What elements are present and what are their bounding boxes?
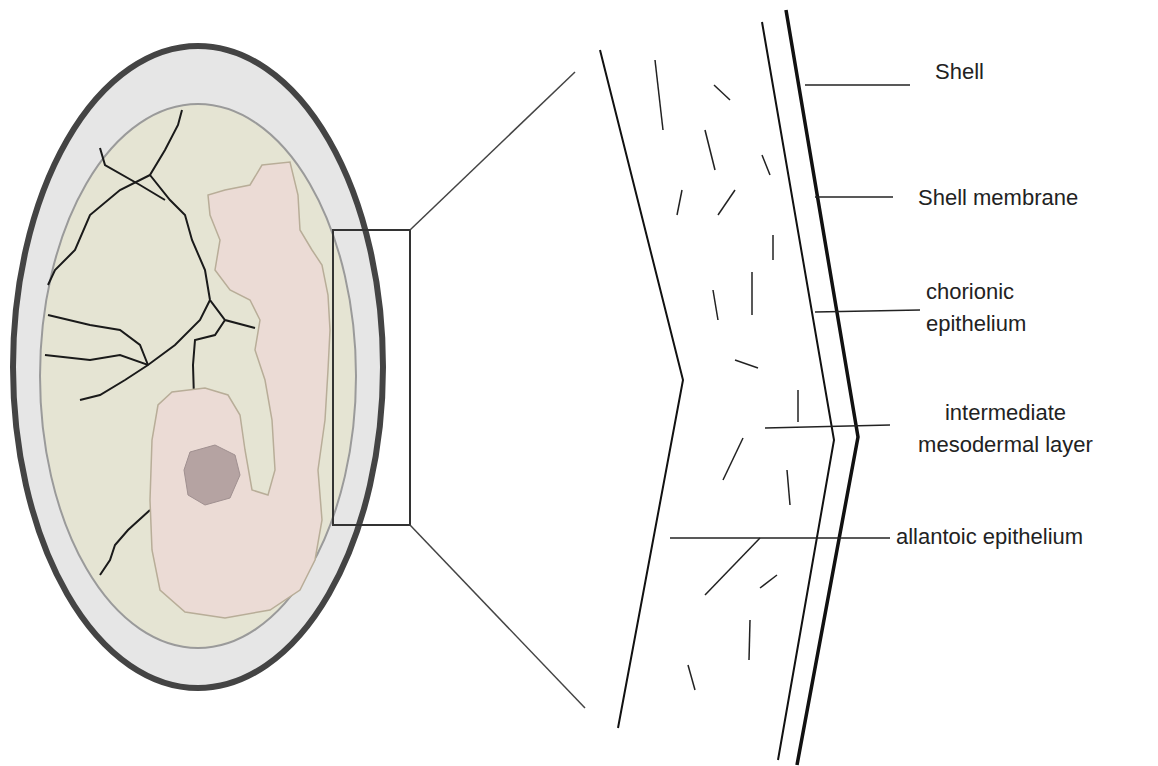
shell-membrane-label: Shell membrane [918, 182, 1148, 214]
shell-label: Shell [935, 56, 1135, 88]
allantoic-label: allantoic epithelium [896, 521, 1151, 553]
mesoderm-label: intermediate mesodermal layer [898, 397, 1113, 461]
chorionic-label: chorionic epithelium [926, 276, 1076, 340]
